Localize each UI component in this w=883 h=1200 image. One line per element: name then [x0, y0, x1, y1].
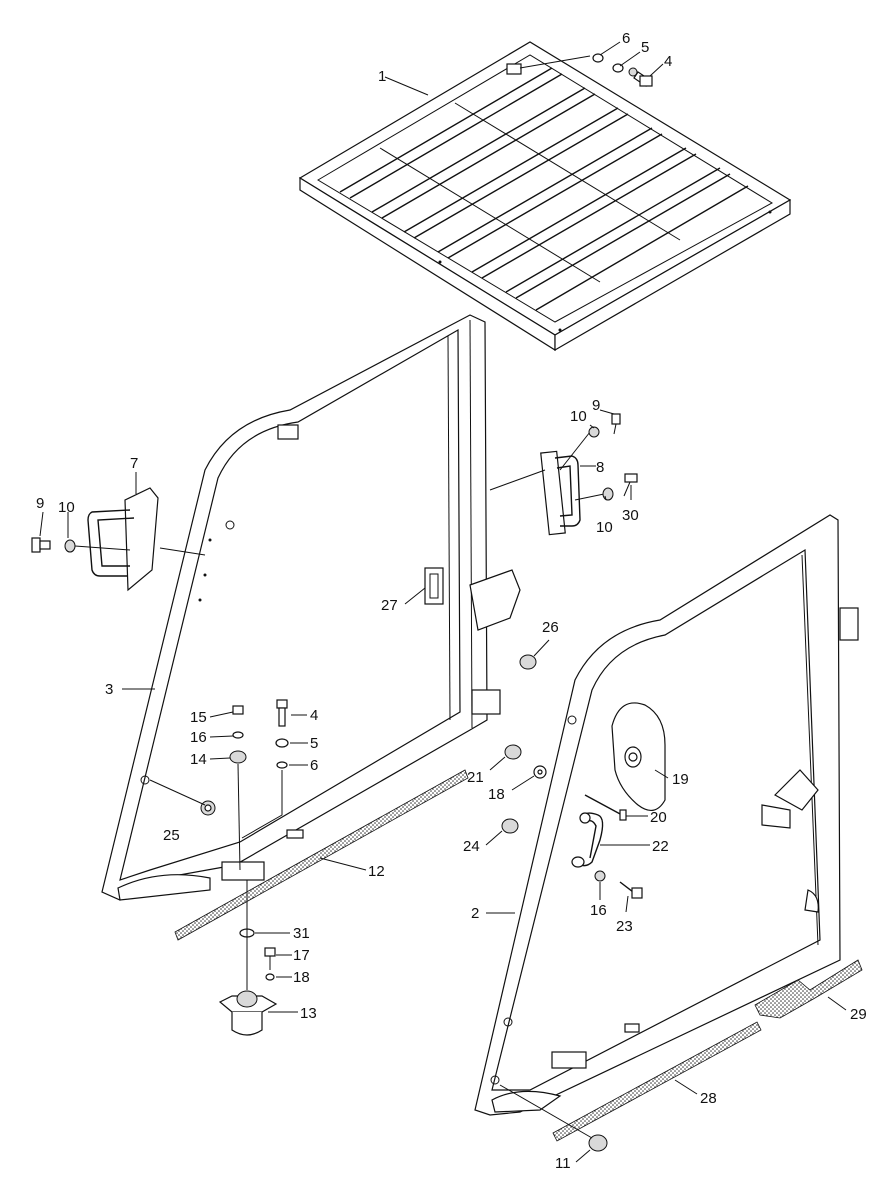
callout-26: 26: [542, 619, 559, 636]
callout-19: 19: [672, 771, 689, 788]
callout-2: 2: [471, 905, 479, 922]
callout-21: 21: [467, 769, 484, 786]
callout-29: 29: [850, 1006, 867, 1023]
washer-31: [239, 880, 255, 990]
callout-31: 31: [293, 925, 310, 942]
seal-strip-12: [174, 769, 469, 941]
mount-stack-left: [229, 705, 247, 871]
rubber-mount-13: [218, 990, 278, 1036]
washer-18-right: [533, 765, 547, 779]
callout-9: 9: [36, 495, 44, 512]
callout-4: 4: [664, 53, 672, 70]
callout-5: 5: [641, 39, 649, 56]
bolt-washer-set-mid: [241, 699, 289, 839]
callout-13: 13: [300, 1005, 317, 1022]
left-side-frame-part: [101, 314, 521, 901]
cap-part-21: [504, 744, 522, 760]
handle-bracket-left-part: [87, 487, 206, 592]
roof-frame-part: [298, 41, 792, 352]
cap-part-26: [519, 654, 537, 670]
callout-30: 30: [622, 507, 639, 524]
callout-16: 16: [590, 902, 607, 919]
callout-3: 3: [105, 681, 113, 698]
callout-8: 8: [596, 459, 604, 476]
bolt-23: [619, 881, 643, 899]
callout-7: 7: [130, 455, 138, 472]
callout-10: 10: [596, 519, 613, 536]
callout-14: 14: [190, 751, 207, 768]
grab-handle-22: [571, 812, 604, 868]
callout-1: 1: [378, 68, 386, 85]
callout-27: 27: [381, 597, 398, 614]
callout-12: 12: [368, 863, 385, 880]
callout-22: 22: [652, 838, 669, 855]
callout-23: 23: [616, 918, 633, 935]
callout-10: 10: [570, 408, 587, 425]
callout-16: 16: [190, 729, 207, 746]
grommet-part-11: [499, 1084, 608, 1152]
callout-18: 18: [488, 786, 505, 803]
seal-strip-28: [552, 1021, 762, 1142]
latch-part: [424, 567, 444, 605]
callout-17: 17: [293, 947, 310, 964]
grommet-part-25: [149, 779, 216, 816]
callout-15: 15: [190, 709, 207, 726]
bolt-washer-17-18: [264, 947, 276, 981]
bolt-washer-set-top: [519, 53, 653, 87]
callout-leaders: [39, 41, 847, 1163]
callout-9: 9: [592, 397, 600, 414]
right-side-frame-part: [474, 514, 859, 1116]
callout-labels: 1 4 5 6 7 9 10 9 10 8 10 30 27 26 3 15 1…: [36, 30, 867, 1172]
callout-20: 20: [650, 809, 667, 826]
washer-16-right: [594, 870, 606, 882]
seal-strip-29: [754, 959, 863, 1019]
bolt-20: [584, 794, 627, 821]
callout-4: 4: [310, 707, 318, 724]
cap-part-24: [501, 818, 519, 834]
callout-6: 6: [310, 757, 318, 774]
callout-10: 10: [58, 499, 75, 516]
callout-24: 24: [463, 838, 480, 855]
callout-25: 25: [163, 827, 180, 844]
handle-right-part: [489, 431, 605, 536]
callout-28: 28: [700, 1090, 717, 1107]
oval-plate-19: [611, 702, 666, 811]
bolt-washer-left: [31, 537, 131, 553]
callout-11: 11: [555, 1155, 571, 1172]
bolt-washer-right-lower: [602, 473, 638, 501]
callout-6: 6: [622, 30, 630, 47]
callout-5: 5: [310, 735, 318, 752]
bolt-washer-right-upper: [588, 413, 621, 438]
callout-18: 18: [293, 969, 310, 986]
